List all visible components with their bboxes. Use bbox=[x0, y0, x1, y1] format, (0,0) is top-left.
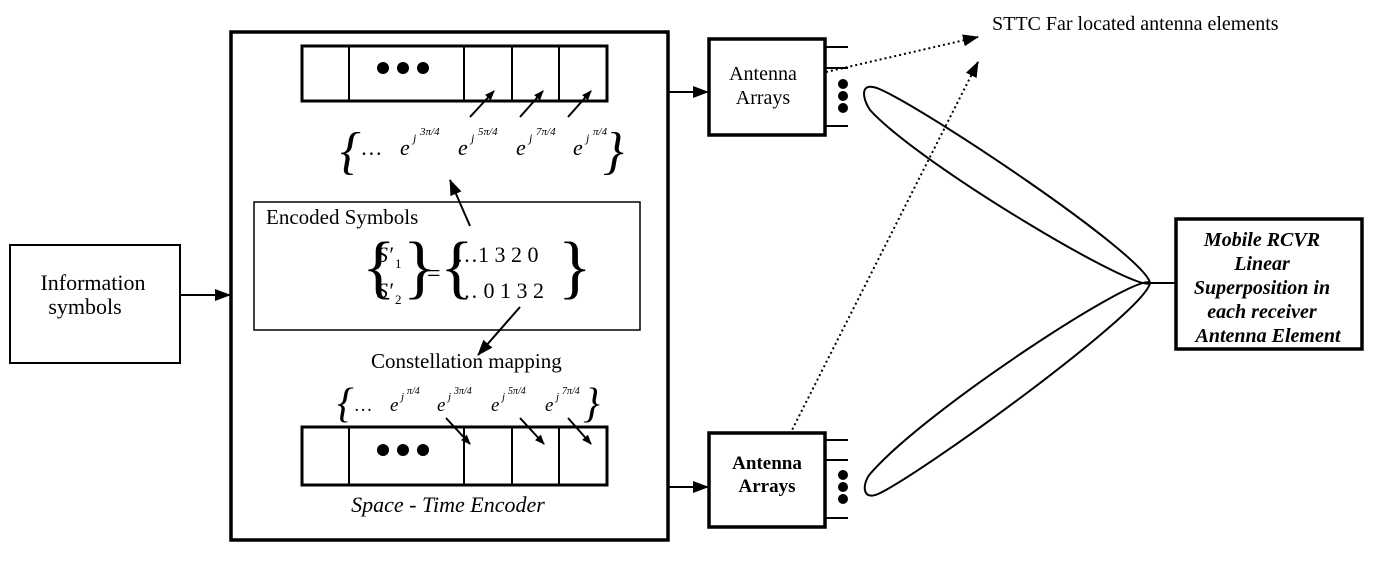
top-phasor-1: e j 5π/4 bbox=[458, 126, 498, 160]
receiver-line1: Mobile RCVR bbox=[1203, 229, 1320, 251]
receiver-line2: Linear bbox=[1233, 253, 1290, 275]
svg-text:j: j bbox=[469, 131, 475, 145]
constellation-mapping-label: Constellation mapping bbox=[371, 349, 562, 373]
encoder-caption: Space - Time Encoder bbox=[351, 492, 545, 517]
space-time-encoder: { … e j 3π/4 e j 5π/4 e j 7π/4 e j π/4 bbox=[229, 30, 670, 542]
svg-text:π/4: π/4 bbox=[407, 386, 420, 397]
svg-text:7π/4: 7π/4 bbox=[536, 126, 556, 138]
encoded-row2: … 0 1 3 2 bbox=[456, 278, 544, 303]
svg-text:7π/4: 7π/4 bbox=[562, 386, 580, 397]
bottom-shift-register bbox=[300, 417, 609, 487]
antenna-dot bbox=[838, 91, 848, 101]
s1-subscript: 1 bbox=[395, 256, 402, 271]
information-symbols-block: Information symbols bbox=[9, 244, 181, 364]
brace-open: { bbox=[340, 123, 361, 180]
svg-text:…: … bbox=[355, 395, 372, 416]
svg-text:e: e bbox=[491, 395, 499, 416]
receiver-line5: Antenna Element bbox=[1193, 325, 1341, 347]
top-phasor-set: { … e j 3π/4 e j 5π/4 e j 7π/4 e j π/4 bbox=[340, 123, 624, 180]
receiver-line4: each receiver bbox=[1207, 301, 1317, 323]
matrix-brace-left: { bbox=[362, 229, 396, 306]
svg-text:e: e bbox=[458, 135, 468, 160]
bottom-beam-lobe bbox=[863, 281, 1152, 497]
svg-text:e: e bbox=[573, 135, 583, 160]
encoded-row1: …1 3 2 0 bbox=[456, 242, 539, 267]
matrix-brace-right: } bbox=[403, 229, 437, 306]
top-phasor-0: e j 3π/4 bbox=[400, 126, 440, 160]
ellipsis-dot bbox=[397, 62, 409, 74]
far-antenna-label: STTC Far located antenna elements bbox=[992, 13, 1279, 35]
s1-symbol: S′ bbox=[377, 242, 394, 267]
encoded-symbols-title: Encoded Symbols bbox=[266, 205, 418, 229]
encoded-to-top-arrow bbox=[449, 179, 471, 227]
svg-text:j: j bbox=[399, 391, 404, 403]
bottom-phasor-0: e j π/4 bbox=[390, 386, 420, 416]
top-phasor-2: e j 7π/4 bbox=[516, 126, 556, 160]
ellipsis-dot bbox=[417, 62, 429, 74]
bottom-antenna-line2: Arrays bbox=[739, 476, 796, 497]
svg-text:3π/4: 3π/4 bbox=[453, 386, 472, 397]
dotted-arrow-bottom bbox=[789, 61, 979, 435]
ellipsis-dot bbox=[377, 62, 389, 74]
receiver-line3: Superposition in bbox=[1194, 277, 1330, 299]
values-brace-right: } bbox=[558, 229, 592, 306]
values-brace-left: { bbox=[440, 229, 474, 306]
svg-text:{: { bbox=[337, 381, 354, 427]
svg-text:π/4: π/4 bbox=[593, 126, 608, 138]
svg-text:j: j bbox=[500, 391, 505, 403]
bottom-antenna-line1: Antenna bbox=[732, 453, 802, 474]
bottom-phasor-3: e j 7π/4 bbox=[545, 386, 580, 416]
svg-text:j: j bbox=[554, 391, 559, 403]
top-leading-dots: … bbox=[362, 135, 382, 160]
bottom-antenna-arrays: Antenna Arrays bbox=[707, 431, 848, 529]
encoded-to-bottom-arrow bbox=[477, 306, 521, 356]
top-antenna-arrays: Antenna Arrays bbox=[707, 37, 848, 137]
top-shift-register bbox=[300, 44, 609, 118]
equals-sign: = bbox=[427, 261, 441, 287]
mobile-receiver-block: Mobile RCVR Linear Superposition in each… bbox=[1174, 217, 1364, 351]
top-phasor-3: e j π/4 bbox=[573, 126, 608, 160]
svg-text:j: j bbox=[446, 391, 451, 403]
s2-symbol: S′ bbox=[377, 278, 394, 303]
antenna-dot bbox=[838, 79, 848, 89]
svg-text:e: e bbox=[400, 135, 410, 160]
svg-text:5π/4: 5π/4 bbox=[478, 126, 498, 138]
bottom-phasor-2: e j 5π/4 bbox=[491, 386, 526, 416]
dotted-arrow-top bbox=[825, 34, 979, 73]
top-beam-lobe bbox=[863, 85, 1152, 285]
svg-text:e: e bbox=[545, 395, 553, 416]
encoded-symbols-box: Encoded Symbols { S′ 1 S′ 2 } = { …1 3 2… bbox=[253, 201, 641, 331]
info-line1: Information bbox=[40, 270, 145, 295]
svg-text:j: j bbox=[411, 131, 417, 145]
s2-subscript: 2 bbox=[395, 292, 402, 307]
svg-text:e: e bbox=[390, 395, 398, 416]
top-antenna-line1: Antenna bbox=[729, 63, 797, 85]
svg-text:e: e bbox=[516, 135, 526, 160]
svg-text:5π/4: 5π/4 bbox=[508, 386, 526, 397]
antenna-dot bbox=[838, 103, 848, 113]
bottom-phasor-1: e j 3π/4 bbox=[437, 386, 472, 416]
svg-text:e: e bbox=[437, 395, 445, 416]
svg-text:3π/4: 3π/4 bbox=[419, 126, 440, 138]
info-line2: symbols bbox=[48, 294, 121, 319]
brace-close: } bbox=[603, 123, 624, 180]
svg-text:j: j bbox=[527, 131, 533, 145]
bottom-phasor-set: { … e j π/4 e j 3π/4 e j 5π/4 e j 7π/4 bbox=[337, 381, 600, 427]
svg-text:}: } bbox=[583, 381, 600, 427]
svg-text:j: j bbox=[584, 131, 590, 145]
top-antenna-line2: Arrays bbox=[736, 87, 791, 109]
